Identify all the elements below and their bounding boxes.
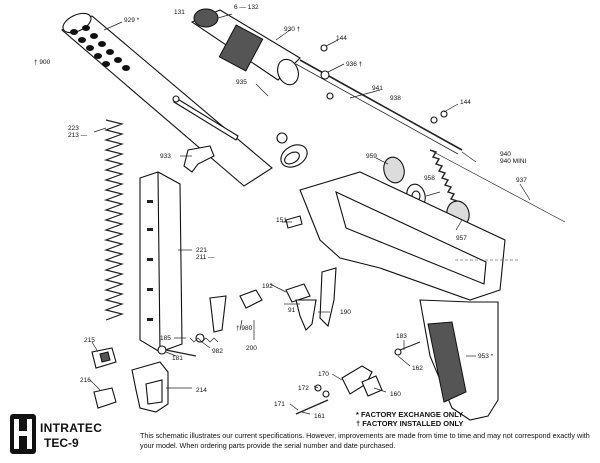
trigger-group (157, 215, 337, 357)
label-980: † 980 (236, 325, 253, 332)
magazine-catch (131, 361, 169, 413)
label-172: 172 (298, 385, 309, 392)
label-144-right: 144 (460, 99, 471, 106)
label-938: 938 (390, 95, 401, 102)
disclaimer-text: This schematic illustrates our current s… (140, 431, 590, 450)
label-131: 131 (174, 9, 185, 16)
label-940: 940 (500, 151, 511, 158)
label-959: 959 (366, 153, 377, 160)
brand-name: INTRATEC (40, 421, 103, 435)
label-953: 953 * (478, 353, 494, 360)
legend: * FACTORY EXCHANGE ONLY † FACTORY INSTAL… (356, 410, 463, 428)
label-162: 162 (412, 365, 423, 372)
label-132: 6 — 132 (234, 4, 259, 11)
magazine-spring (103, 119, 125, 321)
label-151: 151 (276, 217, 287, 224)
safety-parts (295, 341, 421, 415)
part-labels: † 900 929 * 131 6 — 132 930 † 144 936 † … (34, 4, 527, 420)
label-958: 958 (424, 175, 435, 182)
label-214: 214 (196, 387, 207, 394)
barrel-collar (280, 144, 308, 168)
label-929: 929 * (124, 17, 140, 24)
label-170: 170 (318, 371, 329, 378)
bolt-assembly (190, 8, 301, 86)
label-161: 161 (314, 413, 325, 420)
label-940-mini: 940 MINI (500, 158, 527, 165)
label-183: 183 (396, 333, 407, 340)
brand-block: INTRATEC TEC-9 (10, 414, 130, 458)
label-982: 982 (212, 348, 223, 355)
label-223: 223 (68, 125, 79, 132)
label-930: 930 † (284, 26, 301, 33)
legend-factory-installed: † FACTORY INSTALLED ONLY (356, 419, 464, 428)
label-933: 933 (160, 153, 171, 160)
label-211: 211 — (196, 254, 215, 261)
magazine-floorplate (91, 347, 117, 409)
label-185: 185 (160, 335, 171, 342)
label-936: 936 † (346, 61, 363, 68)
label-160: 160 (390, 391, 401, 398)
label-171: 171 (274, 401, 285, 408)
label-200: 200 (246, 345, 257, 352)
label-190: 190 (340, 309, 351, 316)
intratec-logo (10, 414, 36, 454)
small-pins (320, 44, 448, 124)
label-941: 941 (372, 85, 383, 92)
label-91: 91 (288, 307, 296, 314)
leader-lines (89, 13, 531, 415)
label-937: 937 (516, 177, 527, 184)
extractor-part (183, 145, 215, 173)
label-144-top: 144 (336, 35, 347, 42)
label-216: 216 (80, 377, 91, 384)
lower-receiver-frame (299, 171, 520, 421)
label-213: 213 — (68, 132, 88, 139)
model-name: TEC-9 (44, 436, 79, 450)
legend-factory-exchange: * FACTORY EXCHANGE ONLY (356, 410, 464, 419)
label-192: 192 (262, 283, 273, 290)
label-957: 957 (456, 235, 467, 242)
magazine (139, 171, 183, 353)
label-900: † 900 (34, 59, 51, 66)
label-215: 215 (84, 337, 95, 344)
guide-rod (295, 59, 463, 155)
cocking-rod (172, 95, 288, 144)
label-221: 221 (196, 247, 207, 254)
barrel-shroud (60, 12, 273, 187)
label-181: 181 (172, 355, 183, 362)
label-935: 935 (236, 79, 247, 86)
